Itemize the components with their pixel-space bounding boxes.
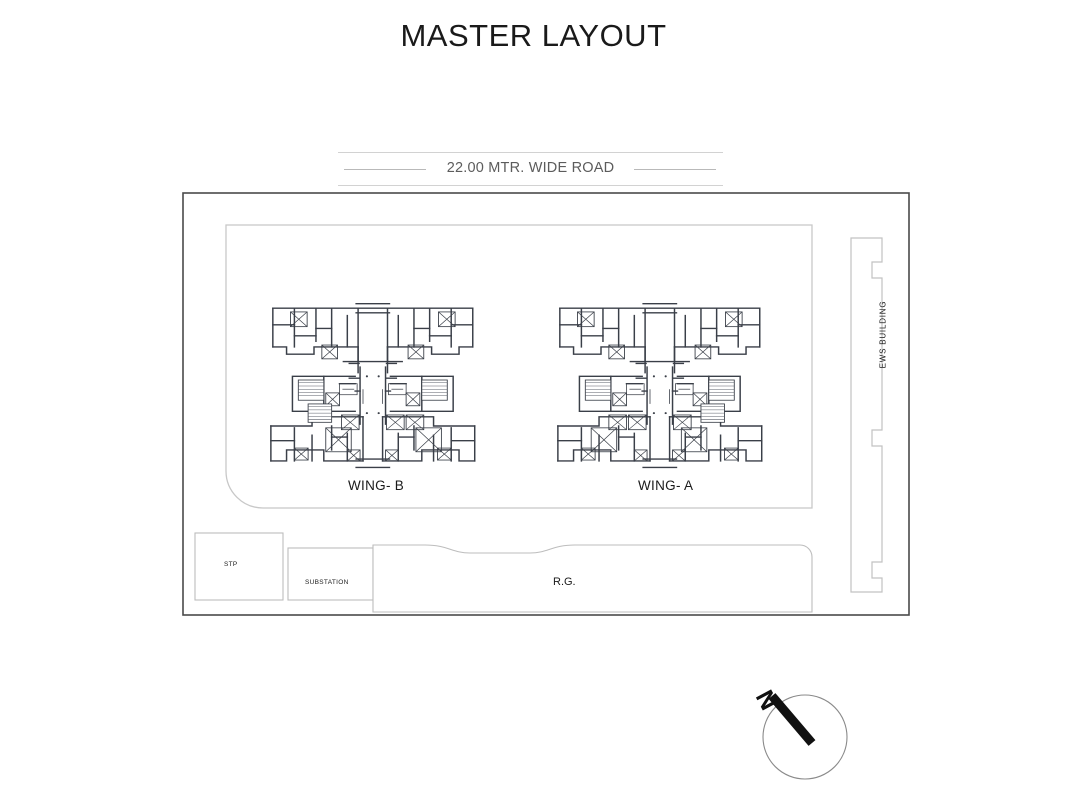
road-label: 22.00 MTR. WIDE ROAD <box>446 160 615 176</box>
substation-block <box>287 547 374 601</box>
road-rule-bottom <box>338 185 723 186</box>
site-boundary <box>182 192 910 616</box>
wing-b-label: WING- B <box>348 478 405 493</box>
road-dash-left <box>344 169 426 170</box>
road-annotation: 22.00 MTR. WIDE ROAD <box>338 152 723 186</box>
wing-b-floorplan <box>270 302 476 469</box>
rg-area <box>372 544 813 613</box>
stp-block <box>194 532 284 601</box>
substation-label: SUBSTATION <box>305 579 349 586</box>
wing-a-label: WING- A <box>638 478 694 493</box>
road-dash-right <box>634 169 716 170</box>
ews-building-label: EWS BUILDING <box>878 300 888 369</box>
wing-a-floorplan <box>557 302 763 469</box>
page-title: MASTER LAYOUT <box>400 18 667 53</box>
rg-label: R.G. <box>553 576 576 588</box>
podium-area <box>225 224 813 509</box>
stp-label: STP <box>224 561 238 568</box>
north-arrow <box>762 693 848 780</box>
ews-building <box>850 237 883 593</box>
road-rule-top <box>338 152 723 153</box>
